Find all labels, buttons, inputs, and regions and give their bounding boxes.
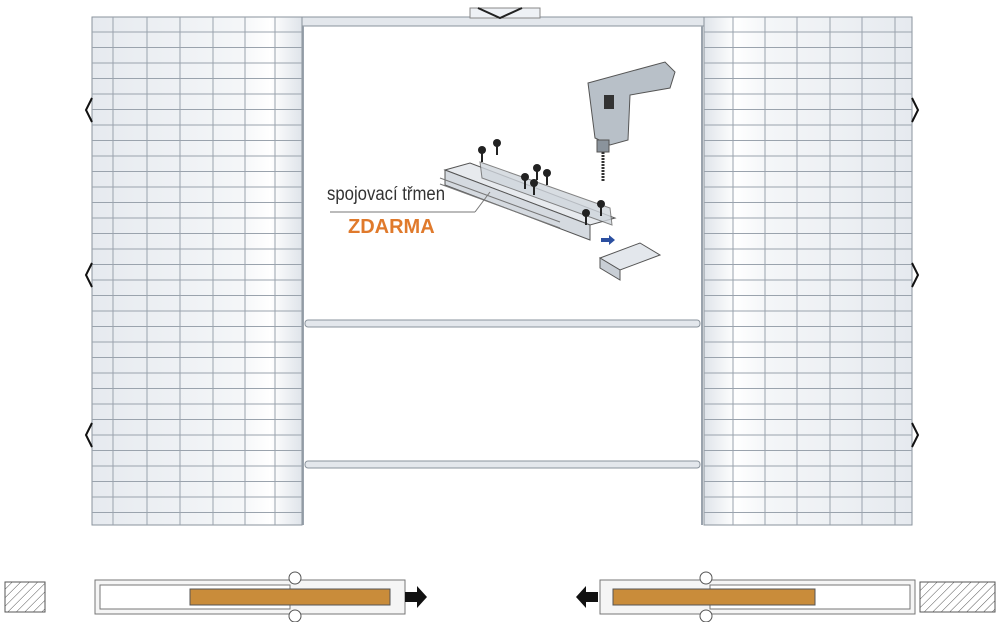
hinge-clip-icon	[84, 422, 93, 448]
part-label: spojovací třmen	[327, 184, 446, 205]
top-guide-icon	[469, 7, 541, 20]
hinge-clip-icon	[84, 262, 93, 288]
arrow-left-icon	[576, 586, 598, 608]
cross-section-right	[576, 571, 996, 622]
drill-icon	[587, 61, 676, 182]
hinge-clip-icon	[911, 422, 920, 448]
free-label: ZDARMA	[348, 216, 435, 238]
door-frame	[299, 7, 706, 525]
hinge-clip-icon	[911, 97, 920, 123]
glass-panel-left	[84, 16, 303, 526]
connector-bracket-illustration	[330, 139, 662, 281]
hinge-clip-icon	[84, 97, 93, 123]
arrow-right-icon	[405, 586, 427, 608]
glass-panel-right	[703, 16, 920, 526]
cross-section-left	[4, 571, 427, 622]
hinge-clip-icon	[911, 262, 920, 288]
